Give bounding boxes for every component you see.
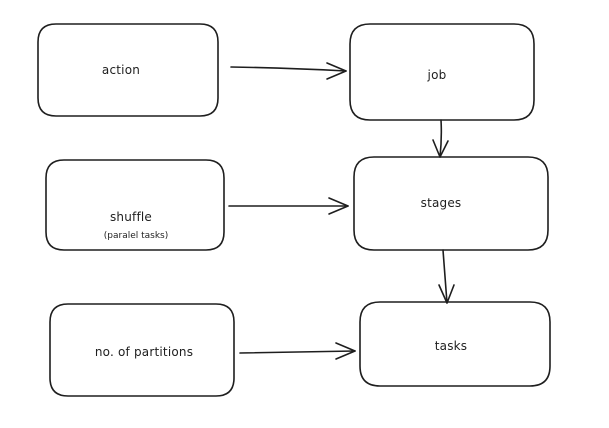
node-shuffle-box xyxy=(45,159,225,251)
node-partitions-box xyxy=(49,303,235,397)
node-action-label: action xyxy=(101,63,141,77)
edge-stages-to-tasks xyxy=(438,249,455,304)
node-action-box xyxy=(37,23,219,117)
edge-shuffle-to-stages xyxy=(228,197,349,215)
edge-job-to-stages xyxy=(432,119,449,158)
node-tasks-box xyxy=(359,301,551,387)
node-stages-label: stages xyxy=(420,196,462,210)
node-job-label: job xyxy=(427,68,447,82)
edge-partitions-to-tasks xyxy=(239,342,356,360)
edge-action-to-job xyxy=(230,62,347,80)
node-stages-box xyxy=(353,156,549,251)
node-job-box xyxy=(349,23,535,121)
node-shuffle-label: shuffle xyxy=(109,210,153,224)
node-shuffle-sublabel: (paralel tasks) xyxy=(103,231,169,241)
node-tasks-label: tasks xyxy=(434,339,468,353)
node-partitions-label: no. of partitions xyxy=(94,345,194,359)
